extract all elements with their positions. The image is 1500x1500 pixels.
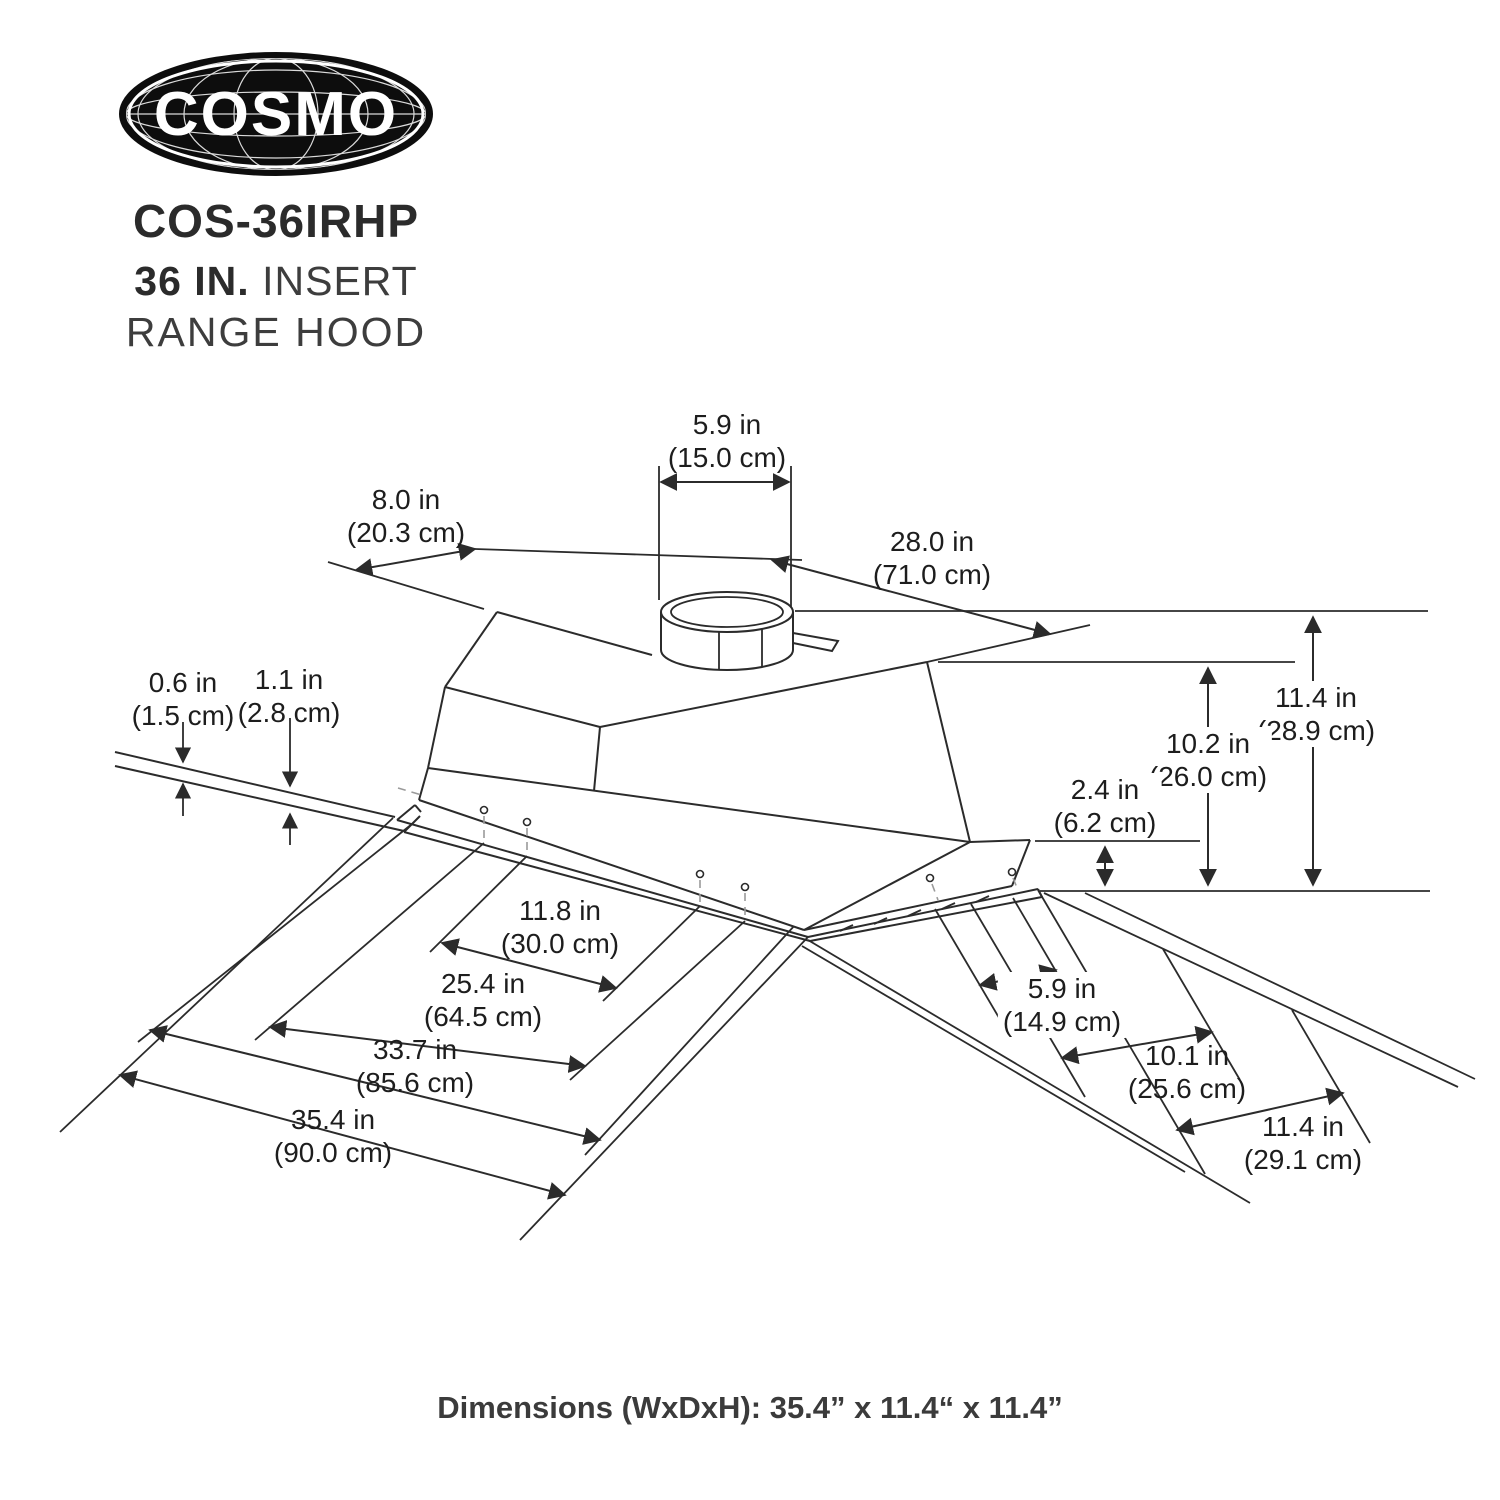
- subtitle-size: 36 IN.: [134, 258, 250, 304]
- dim-label-total-height: 11.4 in (28.9 cm): [1251, 681, 1381, 747]
- duct-collar: [660, 591, 840, 671]
- dim-label-lip-height: 0.6 in (1.5 cm): [131, 667, 235, 731]
- dim-label-body-width: 33.7 in (85.6 cm): [355, 1034, 475, 1098]
- dim-label-top-depth: 8.0 in (20.3 cm): [346, 484, 466, 548]
- width-dimension-arrows: [118, 938, 618, 1200]
- flange-lip-lines: [114, 718, 487, 845]
- dim-label-flange-width: 35.4 in (90.0 cm): [273, 1104, 393, 1168]
- globe-grid-icon: [126, 58, 426, 170]
- cosmo-logo: COSMO: [119, 52, 433, 176]
- model-number: COS-36IRHP: [132, 195, 420, 247]
- dim-label-flange-height: 1.1 in (2.8 cm): [237, 664, 341, 728]
- dim-label-lower-height: 2.4 in (6.2 cm): [1048, 773, 1162, 839]
- dim-label-flange-depth: 11.4 in (29.1 cm): [1243, 1111, 1363, 1175]
- top-dimension-lines: [327, 466, 1091, 663]
- dim-label-body-depth: 10.1 in (25.6 cm): [1127, 1040, 1247, 1104]
- subtitle-line2: RANGE HOOD: [125, 309, 427, 355]
- dim-label-hole-span-depth: 5.9 in (14.9 cm): [997, 972, 1127, 1038]
- product-subtitle: 36 IN. INSERT: [108, 258, 444, 305]
- height-dimension-lines: [795, 610, 1430, 892]
- width-extension-lines: [59, 817, 809, 1241]
- dim-label-body-height: 10.2 in (26.0 cm): [1143, 727, 1273, 793]
- brand-header: COSMO COS-36IRHP 36 IN. INSERT RANGE HOO…: [108, 48, 444, 356]
- dim-label-duct-width: 5.9 in (15.0 cm): [667, 409, 787, 473]
- dim-label-hole-span-width: 11.8 in (30.0 cm): [500, 895, 620, 959]
- screw-holes: [479, 805, 1019, 920]
- hood-body: [418, 611, 1031, 931]
- dim-label-top-width: 28.0 in (71.0 cm): [872, 526, 992, 590]
- dimensions-caption: Dimensions (WxDxH): 35.4” x 11.4“ x 11.4…: [437, 1390, 1063, 1425]
- mounting-flange: [396, 804, 1043, 942]
- logo-wordmark: COSMO: [154, 80, 398, 149]
- subtitle-type: INSERT: [262, 258, 418, 304]
- dim-label-inner-width: 25.4 in (64.5 cm): [423, 968, 543, 1032]
